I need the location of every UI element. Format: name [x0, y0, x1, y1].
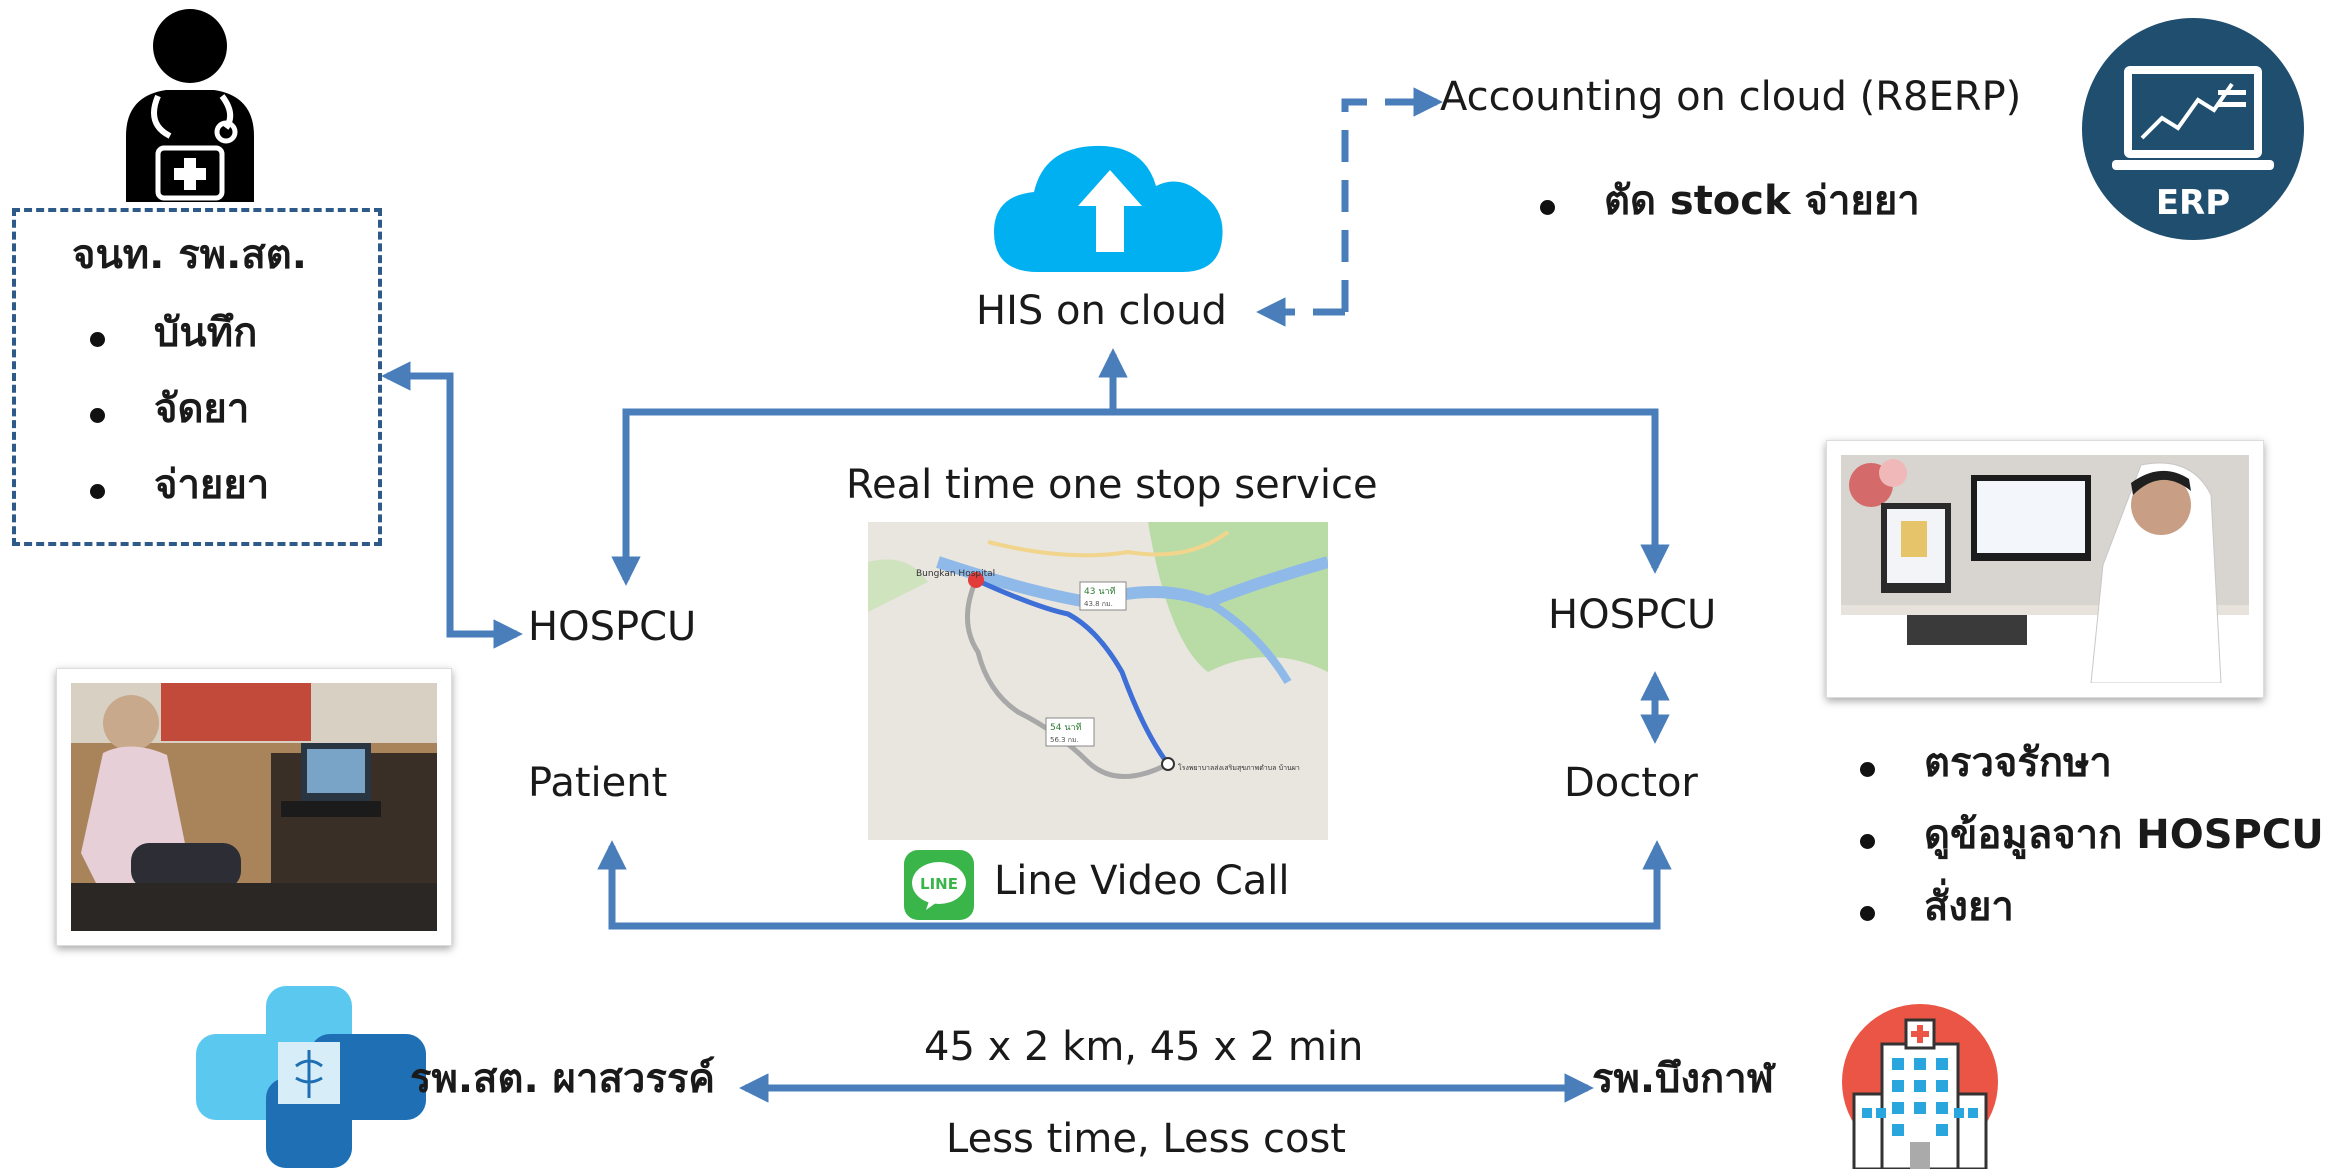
- cloud-upload-icon: [994, 145, 1223, 272]
- map-route-a-dist: 43.8 กม.: [1084, 600, 1113, 608]
- doctor-photo: [1826, 440, 2264, 698]
- line-app-icon: LINE: [904, 850, 974, 920]
- arrow-top-to-left-hospcu: [611, 408, 1113, 586]
- map-destination-label: โรงพยาบาลส่งเสริมสุขภาพตำบล บ้านผา: [1178, 763, 1300, 772]
- staff-box-title: จนท. รพ.สต.: [72, 232, 307, 278]
- staff-task-record: บันทึก: [84, 310, 269, 356]
- accounting-item-cut-stock: ตัด stock จ่ายยา: [1534, 178, 1920, 224]
- hospital-building-icon: [1842, 1004, 1998, 1169]
- route-map: Bungkan Hospital 43 นาที 43.8 กม. 54 นาท…: [868, 522, 1328, 840]
- line-logo-text: LINE: [920, 875, 958, 893]
- dashed-arrow-to-accounting: [1341, 87, 1443, 312]
- erp-icon: ERP: [2082, 18, 2304, 240]
- benefit-text: Less time, Less cost: [946, 1116, 1346, 1162]
- video-call-label: Line Video Call: [994, 858, 1290, 904]
- left-hospcu-label: HOSPCU: [528, 604, 697, 650]
- staff-box: จนท. รพ.สต. บันทึก จัดยา จ่ายยา: [12, 208, 382, 546]
- doctor-icon: [126, 9, 254, 202]
- doctor-task-examine: ตรวจรักษา: [1854, 740, 2324, 786]
- map-route-b-time: 54 นาที: [1050, 722, 1082, 733]
- map-origin-label: Bungkan Hospital: [916, 569, 995, 579]
- doctor-task-list: ตรวจรักษา ดูข้อมูลจาก HOSPCU สั่งยา: [1854, 740, 2324, 930]
- left-facility-label: รพ.สต. ผาสวรรค์: [410, 1056, 716, 1102]
- erp-badge-text: ERP: [2156, 183, 2230, 223]
- doctor-task-view-hospcu: ดูข้อมูลจาก HOSPCU: [1854, 812, 2324, 858]
- doctor-label: Doctor: [1564, 760, 1698, 806]
- accounting-label: Accounting on cloud (R8ERP): [1440, 74, 2022, 120]
- accounting-list: ตัด stock จ่ายยา: [1534, 178, 1920, 224]
- right-facility-label: รพ.บึงกาฬ: [1592, 1056, 1774, 1102]
- right-hospcu-label: HOSPCU: [1548, 592, 1717, 638]
- arrow-staff-hospcu: [381, 361, 523, 649]
- health-promoting-hospital-logo: [196, 986, 426, 1168]
- patient-label: Patient: [528, 760, 668, 806]
- distance-text: 45 x 2 km, 45 x 2 min: [924, 1024, 1364, 1070]
- patient-photo: [56, 668, 452, 946]
- map-route-a-time: 43 นาที: [1084, 586, 1116, 597]
- staff-task-list: บันทึก จัดยา จ่ายยา: [84, 310, 269, 508]
- arrow-top-to-right-hospcu: [1113, 408, 1670, 574]
- staff-task-prepare-drug: จัดยา: [84, 386, 269, 432]
- service-title: Real time one stop service: [846, 462, 1378, 508]
- arrow-patient-doctor: [597, 840, 1672, 930]
- doctor-task-prescribe: สั่งยา: [1854, 884, 2324, 930]
- his-cloud-label: HIS on cloud: [976, 288, 1227, 334]
- map-route-b-dist: 56.3 กม.: [1050, 736, 1079, 744]
- staff-task-dispense-drug: จ่ายยา: [84, 462, 269, 508]
